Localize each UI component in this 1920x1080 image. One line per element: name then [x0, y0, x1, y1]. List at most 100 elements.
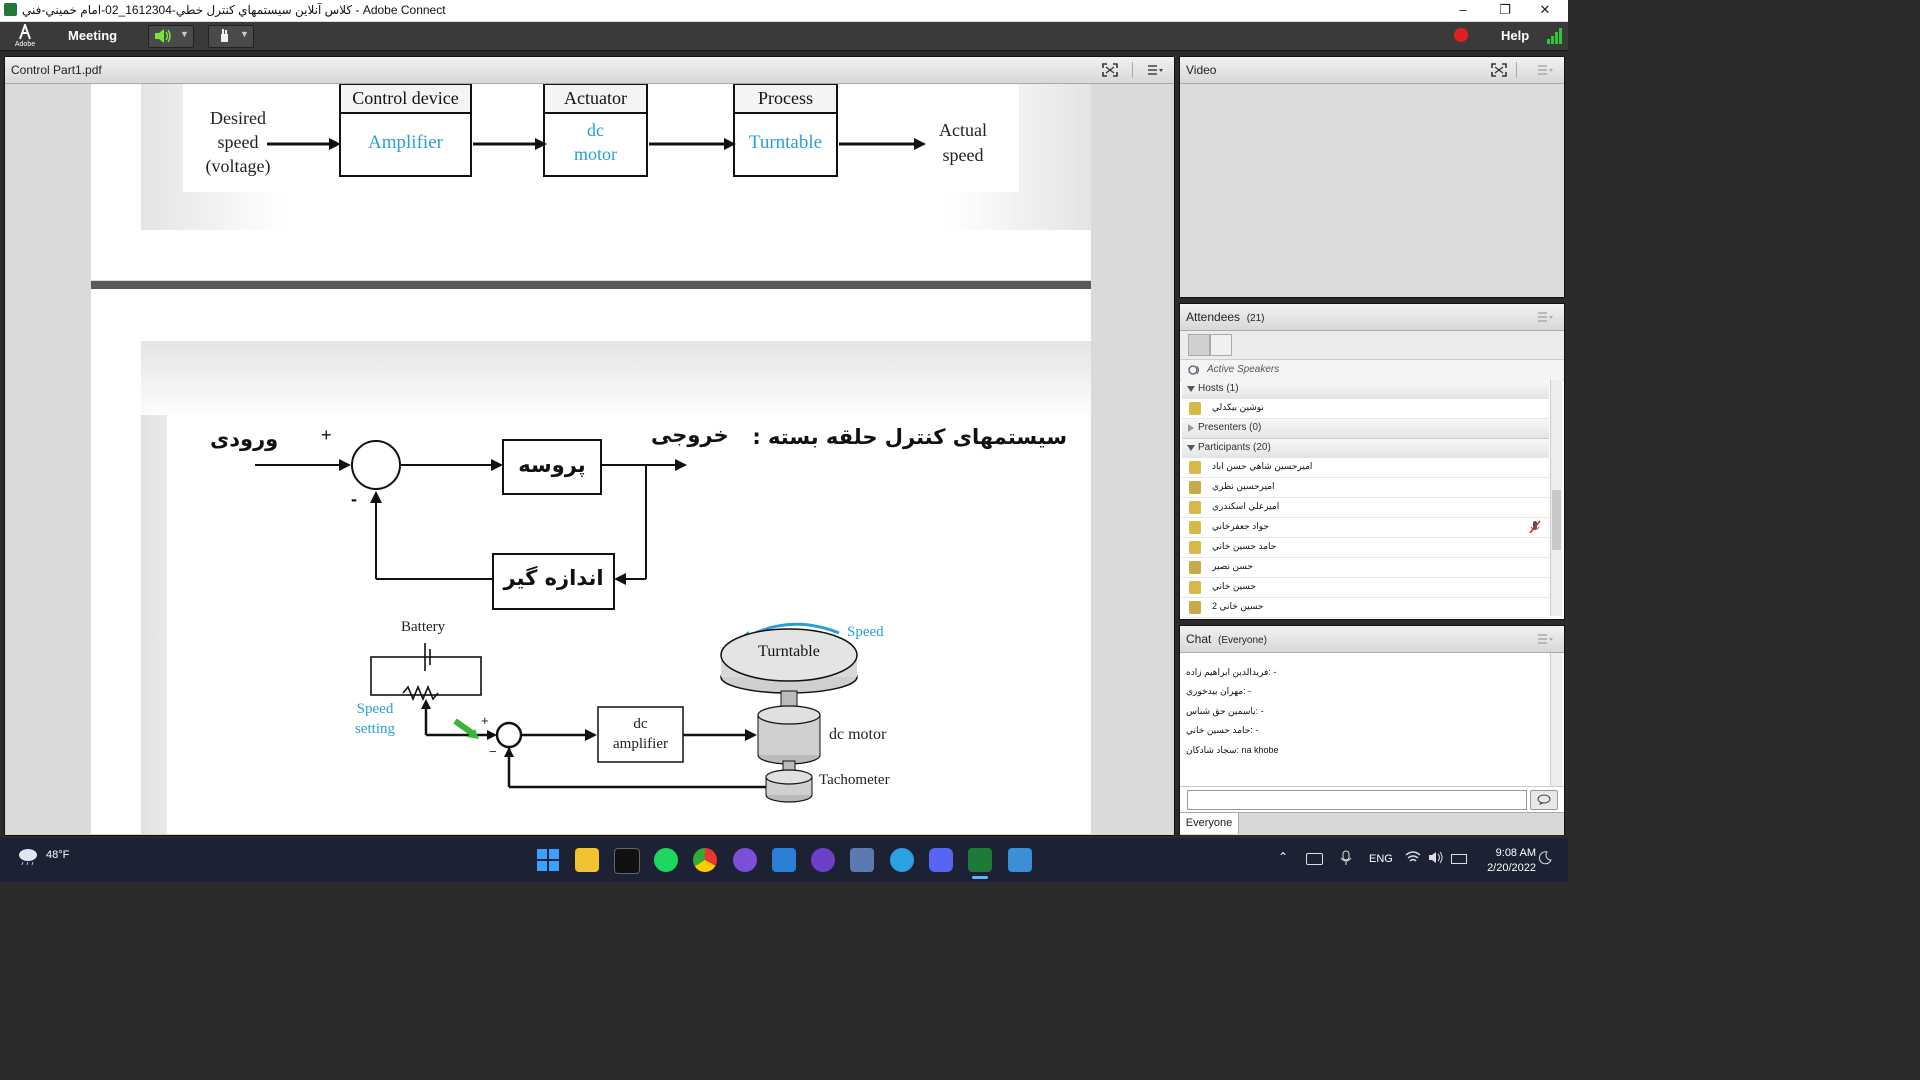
chevron-up-icon[interactable]: ⌃ — [1278, 850, 1289, 864]
video-pod-header: Video — [1180, 57, 1564, 84]
dc-motor-label: dc motor — [544, 118, 647, 166]
participant-row[interactable]: اميرحسين شاهي حسن اباد — [1182, 458, 1549, 478]
chrome-icon[interactable] — [693, 848, 717, 872]
participant-name: جواد جعفرخاني — [1212, 521, 1269, 531]
fullscreen-icon[interactable] — [1102, 63, 1118, 77]
chevron-down-icon[interactable]: ▼ — [180, 29, 189, 39]
photos-icon[interactable] — [1008, 848, 1032, 872]
chat-message-input[interactable] — [1187, 790, 1527, 810]
spotify-icon[interactable] — [654, 848, 678, 872]
help-menu[interactable]: Help — [1501, 28, 1530, 43]
keyboard-icon[interactable] — [1306, 853, 1323, 865]
attendees-scrollbar[interactable] — [1550, 380, 1562, 616]
chat-message: فريدالدين ابراهيم زاده: - — [1186, 667, 1277, 677]
send-message-button[interactable] — [1530, 790, 1558, 810]
pdf-page-1: Desired speed (voltage) Control device A… — [91, 84, 1091, 280]
chevron-down-icon[interactable]: ▼ — [240, 29, 249, 39]
pdf-page-2: سیستمهای کنترل حلقه بسته : — [91, 289, 1091, 834]
telegram-icon[interactable] — [890, 848, 914, 872]
connection-signal-icon — [1547, 28, 1562, 44]
participant-user-icon — [1189, 601, 1201, 614]
document-viewer[interactable]: Desired speed (voltage) Control device A… — [6, 84, 1173, 834]
viber-icon[interactable] — [733, 848, 757, 872]
notifications-icon[interactable] — [1538, 851, 1552, 865]
list-view-icon[interactable] — [1188, 334, 1210, 356]
participant-row[interactable]: اميرحسين نظري — [1182, 478, 1549, 498]
pod-options-menu-icon[interactable] — [1537, 634, 1553, 644]
presenters-section-header[interactable]: Presenters (0) — [1182, 419, 1549, 439]
github-desktop-icon[interactable] — [811, 848, 835, 872]
speed-label: Speed — [847, 624, 884, 640]
video-area — [1180, 84, 1564, 297]
participant-name: حسين خاني — [1212, 581, 1256, 591]
participant-row[interactable]: حسين خاني 2 — [1182, 598, 1549, 618]
dc-motor-line-1: dc — [587, 120, 604, 140]
chat-divider — [1180, 786, 1564, 787]
scrollbar-thumb[interactable] — [1552, 490, 1561, 550]
attendees-pod-header: Attendees (21) — [1180, 304, 1564, 331]
input-language[interactable]: ENG — [1369, 853, 1393, 865]
chat-tab-bar: Everyone — [1180, 812, 1564, 835]
participant-user-icon — [1189, 521, 1201, 534]
raise-hand-button[interactable]: ▼ — [208, 25, 254, 48]
open-loop-arrows — [267, 84, 926, 177]
status-view-icon[interactable] — [1210, 334, 1232, 356]
pod-options-menu-icon[interactable] — [1537, 312, 1553, 322]
speaker-toggle-button[interactable]: ▼ — [148, 25, 194, 48]
adobe-logo-text: Adobe — [14, 41, 36, 48]
speed-setting-label: Speed setting — [355, 699, 395, 739]
file-explorer-icon[interactable] — [575, 848, 599, 872]
video-pod-title: Video — [1186, 63, 1217, 77]
participant-user-icon — [1189, 481, 1201, 494]
pod-options-menu-icon[interactable] — [1537, 65, 1553, 75]
pod-options-menu-icon[interactable] — [1147, 65, 1163, 75]
slide-1-frame: Desired speed (voltage) Control device A… — [141, 84, 1091, 230]
clock-date[interactable]: 2/20/2022 — [1487, 862, 1536, 874]
collapse-triangle-icon[interactable] — [1187, 386, 1195, 392]
closed-loop-heading: سیستمهای کنترل حلقه بسته : — [752, 425, 1067, 449]
speech-bubble-icon — [1537, 794, 1551, 805]
terminal-icon[interactable] — [614, 848, 640, 874]
minimize-button[interactable]: – — [1459, 2, 1467, 17]
participants-section-header[interactable]: Participants (20) — [1182, 439, 1549, 459]
discord-icon[interactable] — [929, 848, 953, 872]
participant-row[interactable]: جواد جعفرخاني — [1182, 518, 1549, 538]
vscode-icon[interactable] — [772, 848, 796, 872]
wifi-icon[interactable] — [1405, 851, 1421, 864]
volume-icon[interactable] — [1428, 851, 1444, 864]
adobe-connect-taskbar-icon[interactable] — [968, 848, 992, 872]
actual-speed-label: Actual speed — [923, 118, 1003, 168]
expand-triangle-icon[interactable] — [1188, 424, 1194, 432]
meeting-menu[interactable]: Meeting — [68, 28, 118, 43]
chat-tab-everyone[interactable]: Everyone — [1180, 813, 1239, 834]
collapse-triangle-icon[interactable] — [1187, 445, 1195, 451]
record-indicator-icon[interactable] — [1454, 28, 1468, 42]
participant-user-icon — [1189, 541, 1201, 554]
desired-speed-label: Desired speed (voltage) — [198, 106, 278, 178]
closed-loop-diagram — [255, 439, 858, 803]
host-row[interactable]: نوشين بيكدلي — [1182, 399, 1549, 419]
participant-user-icon — [1189, 581, 1201, 594]
tachometer-label: Tachometer — [819, 772, 890, 788]
weather-cloud-icon[interactable] — [16, 846, 40, 866]
participant-row[interactable]: حسين خاني — [1182, 578, 1549, 598]
battery-icon[interactable] — [1451, 854, 1467, 864]
chat-title-text: Chat — [1186, 632, 1212, 646]
battery-label: Battery — [401, 619, 446, 635]
participant-row[interactable]: حامد حسين خاني — [1182, 538, 1549, 558]
windows-start-icon[interactable] — [537, 849, 559, 871]
close-button[interactable]: ✕ — [1539, 2, 1551, 17]
chat-scrollbar[interactable] — [1550, 653, 1562, 786]
share-pod-title: Control Part1.pdf — [11, 63, 102, 77]
input-label: ورودی — [210, 427, 279, 451]
clock-time[interactable]: 9:08 AM — [1495, 847, 1536, 859]
hosts-section-header[interactable]: Hosts (1) — [1182, 380, 1549, 400]
participant-row[interactable]: حسن نصير — [1182, 558, 1549, 578]
chat-pod: Chat (Everyone) Everyone — [1179, 625, 1565, 835]
network-app-icon[interactable] — [850, 848, 874, 872]
maximize-button[interactable]: ❐ — [1499, 2, 1511, 17]
fullscreen-icon[interactable] — [1491, 63, 1507, 77]
participant-user-icon — [1189, 461, 1201, 474]
participant-row[interactable]: اميرعلي اسكندري — [1182, 498, 1549, 518]
microphone-icon[interactable] — [1340, 850, 1352, 866]
